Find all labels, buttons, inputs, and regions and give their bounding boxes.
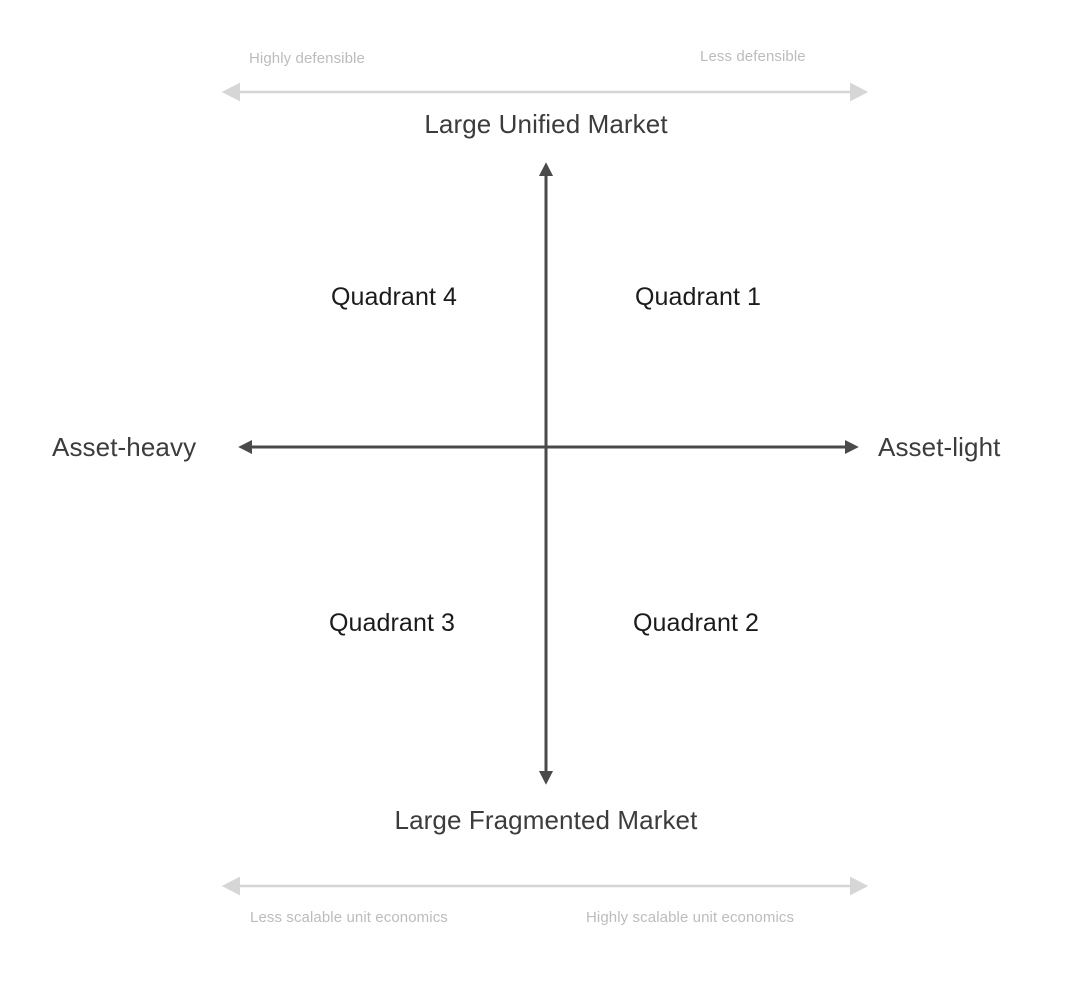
axis-label-asset-light: Asset-light xyxy=(878,432,1001,462)
quadrant-label-1: Quadrant 1 xyxy=(634,283,762,311)
top-scale-right-caption: Less defensible xyxy=(700,48,806,65)
quadrant-label-2: Quadrant 2 xyxy=(632,609,760,637)
bottom-scale-left-caption: Less scalable unit economics xyxy=(250,909,448,926)
bottom-market-title: Large Fragmented Market xyxy=(394,805,698,835)
quadrant-label-4: Quadrant 4 xyxy=(330,283,458,311)
axis-label-asset-heavy: Asset-heavy xyxy=(52,432,197,462)
top-scale-left-caption: Highly defensible xyxy=(249,50,365,67)
top-market-title: Large Unified Market xyxy=(424,109,668,139)
quadrant-label-3: Quadrant 3 xyxy=(328,609,456,637)
bottom-scale-right-caption: Highly scalable unit economics xyxy=(586,909,795,926)
